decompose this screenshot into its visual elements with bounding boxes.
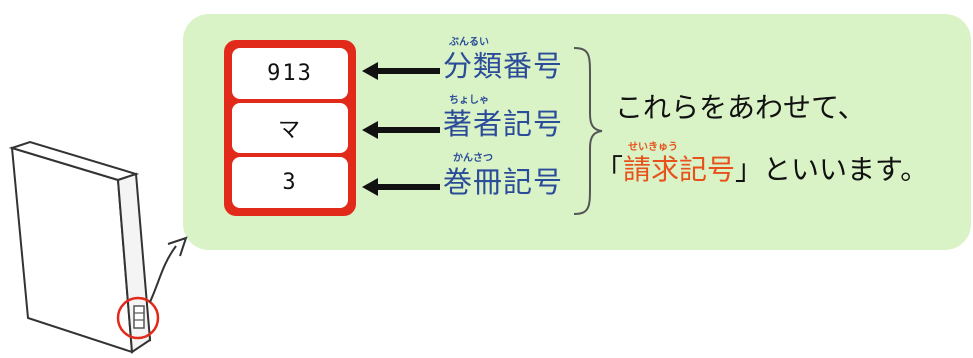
volume-term: 巻冊記号 <box>443 165 564 199</box>
call-number-reading: せいきゅう <box>628 142 678 153</box>
volume-reading: かんさつ <box>453 153 493 164</box>
close-bracket: 」 <box>735 153 764 186</box>
spine-label-box: 913 マ 3 <box>224 40 356 216</box>
author-term: 著者記号 <box>443 107 564 141</box>
author-reading: ちょしゃ <box>449 95 489 106</box>
highlight-circle-icon <box>116 296 160 340</box>
arrow-left-icon <box>362 62 440 80</box>
arrow-left-icon <box>362 178 440 196</box>
explanation-line-2: 「請求記号」といいます。 <box>595 156 928 184</box>
classification-number-cell: 913 <box>232 48 348 99</box>
curly-brace-icon <box>573 47 603 215</box>
author-mark-cell: マ <box>232 102 348 154</box>
volume-number-cell: 3 <box>232 157 348 209</box>
pointer-arrow-icon <box>149 245 177 303</box>
explanation-line-1: これらをあわせて、 <box>615 91 866 124</box>
arrow-left-icon <box>362 121 440 139</box>
open-bracket: 「 <box>595 153 624 186</box>
explanation-suffix: といいます。 <box>763 153 929 186</box>
call-number-term: 請求記号 <box>623 153 736 186</box>
classification-reading: ぶんるい <box>449 37 489 48</box>
spine-label-icon <box>133 305 145 329</box>
book-spine-icon <box>8 140 188 354</box>
classification-term: 分類番号 <box>443 49 564 83</box>
